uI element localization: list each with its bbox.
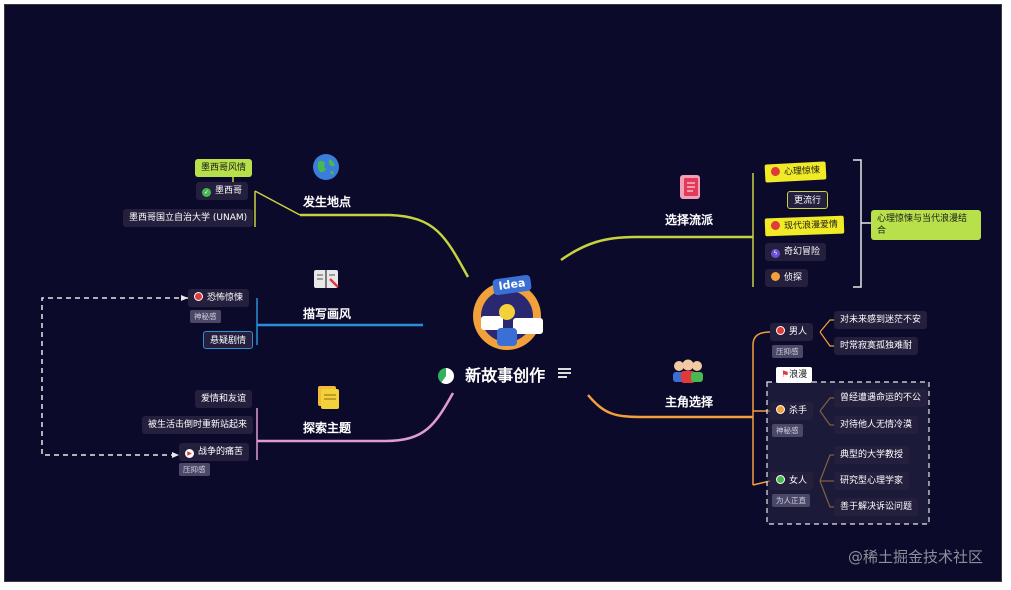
trait-killer-2[interactable]: 对待他人无情冷漠 (834, 416, 919, 434)
book-icon (312, 265, 340, 293)
node-killer[interactable]: 杀手 (770, 402, 814, 420)
trait-man-1[interactable]: 对未来感到迷茫不安 (834, 311, 928, 329)
pin-icon (770, 166, 781, 177)
menu-icon[interactable] (558, 366, 572, 380)
person-icon (776, 405, 785, 414)
root-illustration (467, 272, 551, 352)
node-stand-up-again[interactable]: 被生活击倒时重新站起来 (142, 416, 254, 434)
globe-icon (312, 153, 340, 181)
detective-icon (771, 272, 780, 281)
node-man[interactable]: 男人 (770, 323, 814, 341)
lightning-icon: ϟ (771, 249, 780, 258)
sticker-psychological-thriller[interactable]: 心理惊悚 (764, 161, 827, 183)
callout-mexico-style[interactable]: 墨西哥风情 (195, 159, 253, 177)
node-horror[interactable]: 恐怖惊悚 (188, 289, 250, 307)
mindmap-canvas[interactable]: Idea 新故事创作 发生地点 墨西哥风情 ✓墨西哥 墨西哥国立自治大学 (UN… (4, 4, 1002, 582)
trait-woman-1[interactable]: 典型的大学教授 (834, 446, 910, 464)
trait-killer-1[interactable]: 曾经遭遇命运的不公 (834, 389, 928, 407)
arrow-icon: ▶ (185, 449, 194, 458)
trait-woman-3[interactable]: 善于解决诉讼问题 (834, 498, 919, 516)
watermark: @稀土掘金技术社区 (847, 548, 983, 566)
node-woman[interactable]: 女人 (770, 472, 814, 490)
red-dot-icon (194, 292, 203, 301)
sticky-notes-icon (314, 383, 342, 411)
tag-oppressive: 压抑感 (179, 463, 210, 476)
branch-genre[interactable]: 选择流派 (665, 213, 714, 227)
check-icon: ✓ (202, 188, 211, 197)
node-unam[interactable]: 墨西哥国立自治大学 (UNAM) (123, 209, 254, 227)
root-title: 新故事创作 (465, 366, 546, 385)
node-mexico[interactable]: ✓墨西哥 (196, 182, 249, 200)
node-war-pain[interactable]: ▶战争的痛苦 (179, 443, 250, 461)
progress-pie-icon (438, 368, 454, 384)
summary-genre[interactable]: 心理惊悚与当代浪漫结合 (871, 210, 981, 240)
person-icon (776, 475, 785, 484)
person-icon (776, 326, 785, 335)
node-more-popular[interactable]: 更流行 (787, 191, 829, 209)
trait-woman-2[interactable]: 研究型心理学家 (834, 472, 910, 490)
node-detective[interactable]: 侦探 (765, 269, 809, 287)
branch-protagonist[interactable]: 主角选择 (665, 395, 714, 409)
people-icon (671, 357, 705, 385)
branch-theme[interactable]: 探索主题 (303, 421, 352, 435)
root-node[interactable]: 新故事创作 (438, 363, 572, 389)
tag-killer: 神秘感 (772, 424, 803, 437)
node-love-friendship[interactable]: 爱情和友谊 (195, 390, 253, 408)
flag-romance[interactable]: ⚑浪漫 (776, 367, 813, 383)
branch-style[interactable]: 描写画风 (303, 307, 352, 321)
tag-woman: 为人正直 (772, 494, 810, 507)
sticker-modern-romance[interactable]: 现代浪漫爱情 (764, 215, 845, 237)
notebook-icon (676, 173, 704, 201)
branch-location[interactable]: 发生地点 (303, 195, 352, 209)
node-suspense[interactable]: 悬疑剧情 (203, 331, 254, 349)
tag-mystery: 神秘感 (190, 310, 221, 323)
pin-icon (770, 220, 781, 231)
tag-man: 压抑感 (772, 345, 803, 358)
trait-man-2[interactable]: 时常寂寞孤独难耐 (834, 337, 919, 355)
flag-icon: ⚑ (781, 370, 790, 380)
